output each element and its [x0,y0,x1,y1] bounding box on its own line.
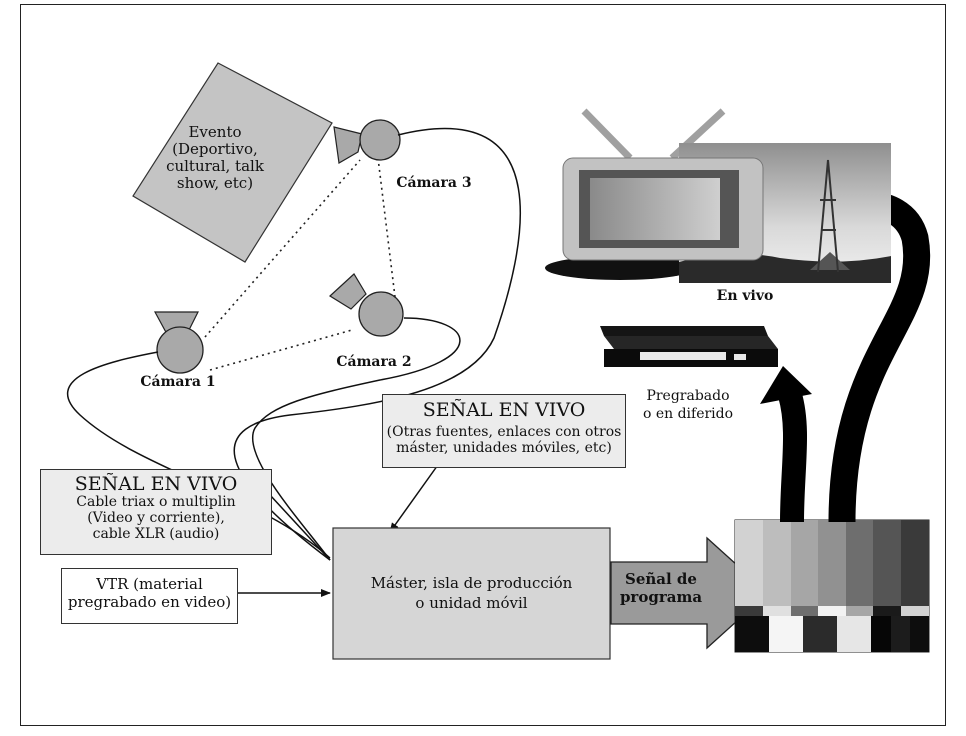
live-signal-cameras-box: SEÑAL EN VIVO Cable triax o multiplin (V… [40,469,272,555]
color-bars-test-card [734,519,930,653]
vtr-line-1: VTR (material [96,575,203,593]
live-output-label: En vivo [716,288,774,304]
vtr-box: VTR (material pregrabado en video) [61,568,238,624]
camera-1-icon [153,311,204,374]
vhs-cassette-image [600,326,778,367]
camera-3-label: Cámara 3 [396,175,472,191]
event-label: Evento (Deportivo, cultural, talk show, … [166,123,264,192]
to-recorded-arrow [778,391,808,523]
live-signal-other-sources-box: SEÑAL EN VIVO (Otras fuentes, enlaces co… [382,394,626,468]
to-recorded-arrowhead [760,366,812,404]
live-signal-cameras-line-1: Cable triax o multiplin [76,494,236,510]
program-signal-label: Señal de programa [619,570,703,606]
live-signal-other-sources-line-2: máster, unidades móviles, etc) [396,440,612,456]
cables [66,127,521,597]
camera-2-label: Cámara 2 [336,354,412,370]
to-live-arrow [828,191,931,523]
event-shape [132,62,333,263]
live-signal-cameras-line-3: cable XLR (audio) [92,526,220,542]
master-box [332,527,611,660]
live-signal-cameras-title: SEÑAL EN VIVO [74,473,238,495]
camera-3-icon [333,119,401,164]
live-signal-cameras-line-2: (Video y corriente), [87,510,225,526]
camera-2-icon [329,273,404,337]
live-signal-other-sources-title: SEÑAL EN VIVO [422,399,586,421]
vtr-line-2: pregrabado en video) [67,593,232,611]
live-signal-other-sources-line-1: (Otras fuentes, enlaces con otros [386,424,622,440]
camera-links [204,157,396,371]
recorded-output-label: Pregrabado o en diferido [642,388,734,422]
camera-1-label: Cámara 1 [140,374,216,390]
tv-live-image [545,108,891,283]
master-label: Máster, isla de producción o unidad móvi… [370,574,573,612]
